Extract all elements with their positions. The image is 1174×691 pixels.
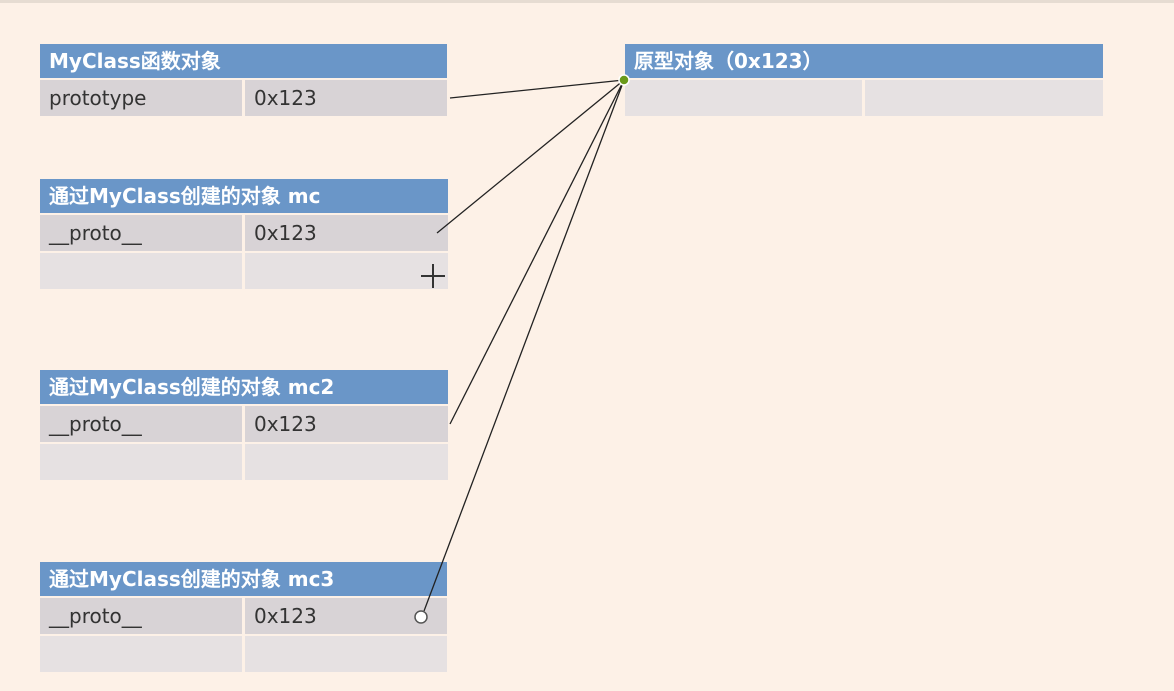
connector-mc3[interactable]: [423, 79, 625, 612]
instance-mc-title: 通过MyClass创建的对象 mc: [40, 179, 448, 213]
instance-mc3-table[interactable]: 通过MyClass创建的对象 mc3 __proto__ 0x123: [40, 562, 447, 672]
prototype-object-cell-2: [865, 80, 1103, 116]
prototype-object-title: 原型对象（0x123）: [625, 44, 1103, 78]
instance-mc3-title: 通过MyClass创建的对象 mc3: [40, 562, 447, 596]
top-border: [0, 0, 1174, 3]
instance-mc-table[interactable]: 通过MyClass创建的对象 mc __proto__ 0x123: [40, 179, 448, 289]
empty-cell: [245, 253, 448, 289]
empty-cell: [40, 253, 242, 289]
proto-value: 0x123: [245, 598, 447, 634]
prototype-key: prototype: [40, 80, 242, 116]
instance-mc-empty-row[interactable]: [40, 253, 448, 289]
empty-cell: [245, 444, 448, 480]
instance-mc2-proto-row[interactable]: __proto__ 0x123: [40, 406, 448, 442]
prototype-value: 0x123: [245, 80, 447, 116]
proto-value: 0x123: [245, 215, 448, 251]
function-object-title: MyClass函数对象: [40, 44, 447, 78]
empty-cell: [40, 444, 242, 480]
prototype-object-cell-1: [625, 80, 862, 116]
instance-mc2-title: 通过MyClass创建的对象 mc2: [40, 370, 448, 404]
connector-mc[interactable]: [436, 79, 625, 234]
proto-key: __proto__: [40, 406, 242, 442]
prototype-object-row[interactable]: [625, 80, 1103, 116]
prototype-row[interactable]: prototype 0x123: [40, 80, 447, 116]
empty-cell: [40, 636, 242, 672]
instance-mc2-empty-row[interactable]: [40, 444, 448, 480]
instance-mc2-table[interactable]: 通过MyClass创建的对象 mc2 __proto__ 0x123: [40, 370, 448, 480]
prototype-object-table[interactable]: 原型对象（0x123）: [625, 44, 1103, 116]
proto-value: 0x123: [245, 406, 448, 442]
proto-key: __proto__: [40, 598, 242, 634]
proto-key: __proto__: [40, 215, 242, 251]
crosshair-cursor-icon: [421, 264, 445, 288]
instance-mc3-empty-row[interactable]: [40, 636, 447, 672]
instance-mc3-proto-row[interactable]: __proto__ 0x123: [40, 598, 447, 634]
connector-mc2[interactable]: [449, 79, 625, 425]
empty-cell: [245, 636, 447, 672]
connector-prototype[interactable]: [449, 79, 625, 99]
function-object-table[interactable]: MyClass函数对象 prototype 0x123: [40, 44, 447, 116]
instance-mc-proto-row[interactable]: __proto__ 0x123: [40, 215, 448, 251]
